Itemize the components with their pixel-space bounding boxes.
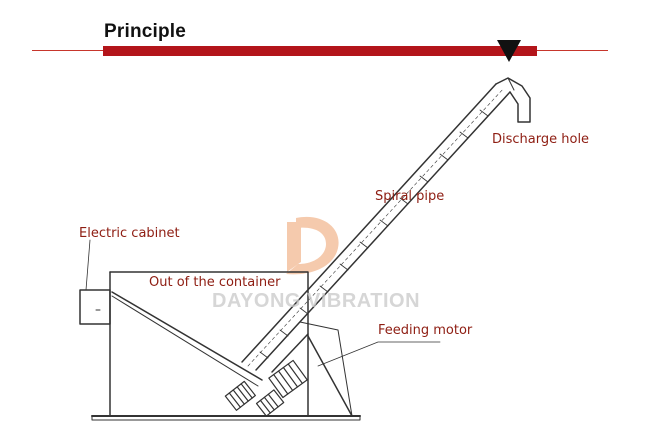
discharge-hole-label: Discharge hole bbox=[492, 132, 590, 147]
down-triangle-icon bbox=[497, 40, 521, 62]
discharge-hole-outline bbox=[495, 77, 531, 123]
electric-cabinet-leader bbox=[85, 239, 91, 291]
feeding-motor-leader bbox=[317, 341, 441, 367]
spiral-pipe-label: Spiral pipe bbox=[375, 189, 445, 204]
page-title: Principle bbox=[104, 21, 187, 42]
container-outline bbox=[109, 271, 309, 417]
electric-cabinet-box bbox=[79, 289, 111, 325]
header-accent-bar bbox=[103, 46, 537, 56]
feeding-motor-label: Feeding motor bbox=[378, 323, 473, 338]
out-of-container-label: Out of the container bbox=[149, 275, 281, 290]
watermark-text: DAYONG VIBRATION bbox=[212, 290, 421, 312]
electric-cabinet-label: Electric cabinet bbox=[79, 226, 180, 241]
spiral-pipe-outline bbox=[241, 83, 497, 363]
dayong-logo-icon bbox=[286, 216, 339, 275]
feeding-motor bbox=[224, 380, 256, 411]
